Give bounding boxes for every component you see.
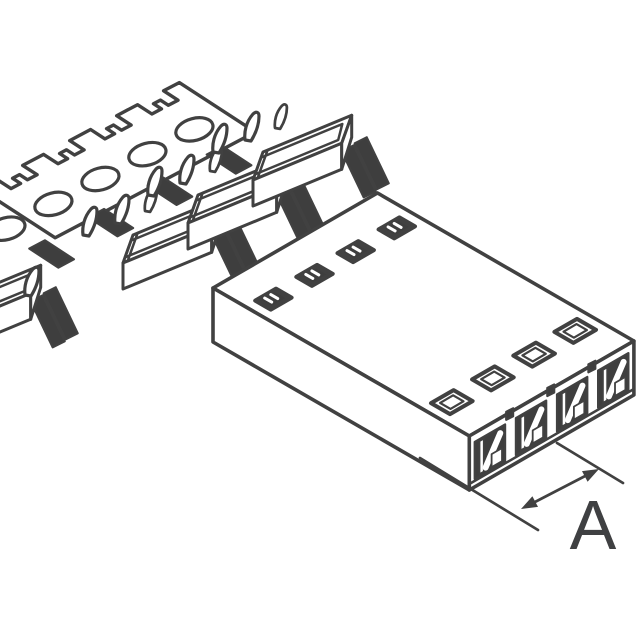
cavity-wall-notch [546, 383, 556, 398]
polarizing-window-3 [511, 340, 557, 369]
housing-mating-face [467, 339, 636, 492]
window-frame [470, 364, 516, 393]
dimension-arrow-shaft [531, 472, 592, 505]
latch-window-1 [253, 286, 294, 312]
connector-housing [211, 191, 636, 492]
cavity-4 [597, 352, 630, 409]
pilot-holes [0, 116, 215, 243]
lance-fin [243, 110, 261, 143]
mating-face-floor-ledge [468, 387, 636, 486]
cavity-spring-strut [482, 430, 504, 471]
dimension-callout: A [418, 441, 625, 564]
latch-slot [263, 296, 274, 304]
polarizing-windows [429, 316, 598, 417]
window-frame [429, 388, 475, 417]
terminal-4 [251, 113, 391, 208]
cavity-base-panel [573, 399, 586, 421]
cavity-wall-notch [505, 407, 515, 421]
carrier-link [87, 207, 135, 238]
window-frame [376, 215, 417, 241]
window-inner-edge [439, 394, 465, 410]
cavity-spring-strut [564, 382, 586, 424]
window-frame [335, 239, 376, 265]
dimension-arrowhead-right [582, 469, 599, 482]
pilot-hole [80, 165, 121, 193]
cavity-wall-notch [587, 359, 597, 374]
carrier-strip-outline [0, 80, 257, 240]
window-inner-edge [562, 323, 588, 339]
latch-slot [392, 221, 403, 229]
cavity-spring-strut [605, 358, 627, 400]
latch-window-2 [294, 262, 335, 288]
window-frame [294, 262, 335, 288]
window-inner-edge [521, 346, 547, 363]
latch-slot [269, 293, 280, 301]
cavity-3 [555, 375, 589, 433]
cavity-contact-bar [602, 366, 609, 404]
latch-window-4 [376, 215, 417, 241]
polarizing-window-4 [552, 316, 598, 345]
dimension-extension-line-left [418, 456, 540, 532]
window-frame [253, 286, 294, 312]
cavity-spring-strut [523, 406, 545, 447]
carrier-link [28, 239, 75, 269]
cavity-base-panel [614, 376, 627, 397]
pilot-hole [174, 116, 215, 143]
cavity-2 [514, 399, 548, 457]
latch-slot [310, 269, 321, 277]
polarizing-window-2 [470, 364, 516, 393]
window-frame [552, 316, 598, 345]
pilot-hole [127, 140, 168, 168]
dimension-arrowhead-left [521, 496, 538, 509]
window-inner-edge [480, 370, 506, 387]
dimension-label-a: A [570, 486, 617, 564]
latch-window-3 [335, 239, 376, 265]
pilot-hole [0, 215, 27, 243]
cavity-contact-bar [519, 414, 526, 452]
window-frame [511, 340, 557, 369]
latch-slot [351, 245, 362, 253]
mating-face-cavities [473, 352, 630, 480]
latch-slot [386, 225, 397, 233]
cavity-contact-bar [478, 437, 485, 475]
latch-windows [253, 215, 417, 312]
pilot-hole [33, 190, 74, 218]
polarizing-window-1 [429, 388, 475, 417]
cavity-base-panel [531, 423, 544, 445]
cavity-base-panel [490, 447, 503, 468]
dimension-extension-line-right [555, 441, 625, 485]
cavity-contact-bar [560, 390, 567, 428]
lance-fin [273, 103, 289, 131]
cavity-1 [473, 423, 507, 480]
latch-slot [345, 249, 356, 257]
latch-slot [304, 272, 315, 280]
